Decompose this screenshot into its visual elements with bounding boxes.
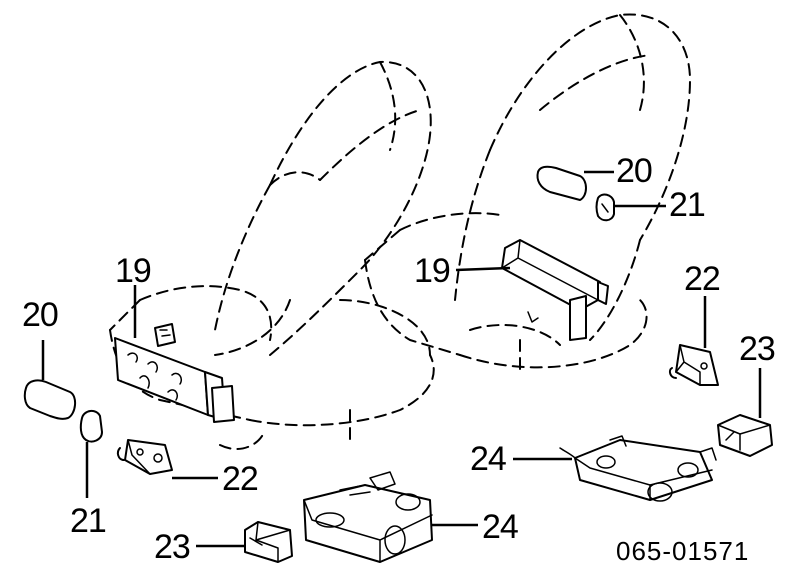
diagram-code: 065-01571 — [616, 536, 749, 566]
callout-21-left: 21 — [70, 502, 106, 540]
right-part-22-bracket — [668, 344, 719, 386]
right-seat-outline — [364, 13, 691, 376]
callout-22-right: 22 — [684, 260, 720, 298]
left-part-20-knob — [23, 379, 76, 420]
callout-19-left: 19 — [115, 252, 151, 290]
callout-23-left: 23 — [154, 528, 190, 566]
right-part-21-small-knob — [595, 193, 615, 222]
callout-24-left: 24 — [482, 508, 518, 546]
callout-24-right: 24 — [470, 440, 506, 478]
right-part-19-switch-panel — [501, 239, 609, 341]
callout-23-right: 23 — [739, 330, 775, 368]
left-part-21-small-knob — [79, 410, 103, 443]
callout-21-right: 21 — [669, 186, 705, 224]
left-part-23-block — [244, 521, 293, 563]
right-part-20-knob — [536, 165, 587, 201]
left-part-22-bracket — [116, 439, 173, 475]
callout-19-right: 19 — [414, 252, 450, 290]
left-part-19-switch-panel — [114, 323, 235, 423]
callout-20-right: 20 — [616, 152, 652, 190]
callout-22-left: 22 — [222, 460, 258, 498]
right-part-24-motor — [559, 435, 717, 502]
right-part-23-block — [717, 414, 773, 457]
left-part-24-motor — [303, 471, 433, 563]
callout-20-left: 20 — [22, 296, 58, 334]
leader-lines — [41, 170, 762, 548]
